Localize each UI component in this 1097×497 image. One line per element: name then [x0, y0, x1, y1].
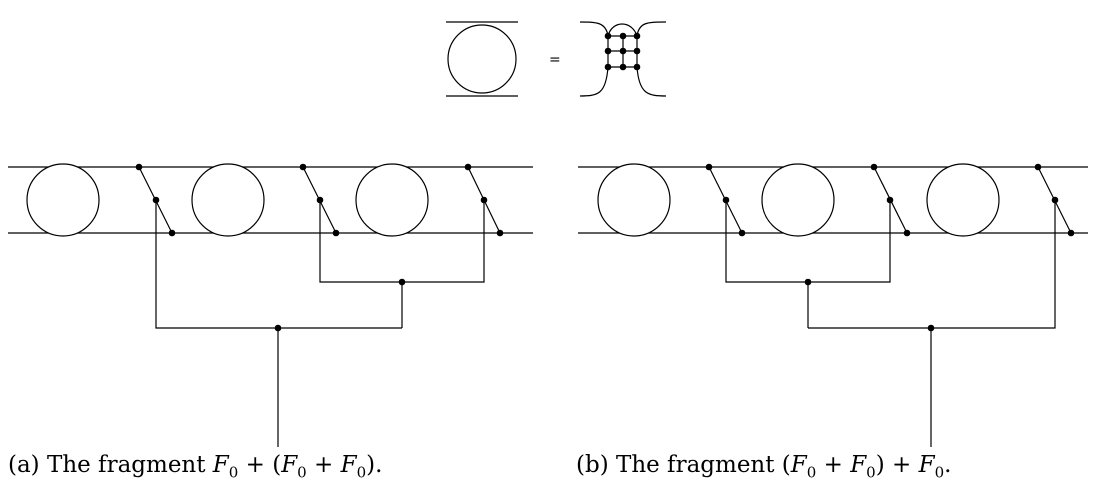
caption-a-formula-sub3: 0 — [356, 463, 367, 482]
panel-a-gadget-3 — [355, 163, 429, 237]
caption-a-formula-op1: + ( — [238, 452, 282, 478]
legend-gadget-circle — [446, 21, 518, 97]
panel-a-diagram — [8, 163, 533, 447]
legend-equals-sign: = — [549, 52, 561, 68]
panel-b-gadget-2 — [761, 163, 835, 237]
caption-a-formula-f2: F — [281, 452, 298, 478]
caption-a: (a) The fragment F0 + (F0 + F0). — [8, 452, 382, 482]
caption-b-formula-open: ( — [781, 452, 791, 478]
caption-a-formula-sub1: 0 — [228, 463, 239, 482]
caption-b-formula-op1: + — [816, 452, 851, 478]
caption-b: (b) The fragment (F0 + F0) + F0. — [576, 452, 951, 482]
caption-b-formula-sub1: 0 — [806, 463, 817, 482]
legend-gadget-grid — [579, 21, 667, 97]
caption-a-formula-sub2: 0 — [297, 463, 307, 482]
caption-b-formula-f1: F — [790, 452, 807, 478]
panel-a-gadget-2 — [191, 163, 265, 237]
caption-a-formula-f3: F — [340, 452, 357, 478]
panel-a-gadget-1 — [26, 163, 100, 237]
caption-a-formula-f1: F — [212, 452, 229, 478]
caption-a-text: The fragment — [46, 452, 206, 478]
caption-b-formula-tail: . — [944, 452, 952, 478]
caption-a-label: (a) — [8, 452, 40, 478]
caption-b-formula-f2: F — [850, 452, 867, 478]
caption-b-formula-sub2: 0 — [866, 463, 876, 482]
caption-b-formula-f3: F — [918, 452, 935, 478]
caption-b-text: The fragment — [615, 452, 775, 478]
caption-a-formula-op2: + — [306, 452, 341, 478]
panel-b-diagram — [578, 163, 1088, 447]
panel-b-gadget-3 — [926, 163, 1000, 237]
caption-b-formula-sub3: 0 — [934, 463, 945, 482]
caption-b-label: (b) — [576, 452, 609, 478]
caption-b-formula-op2: ) + — [875, 452, 919, 478]
panel-b-gadget-1 — [597, 163, 671, 237]
caption-a-formula-tail: ). — [366, 452, 383, 478]
